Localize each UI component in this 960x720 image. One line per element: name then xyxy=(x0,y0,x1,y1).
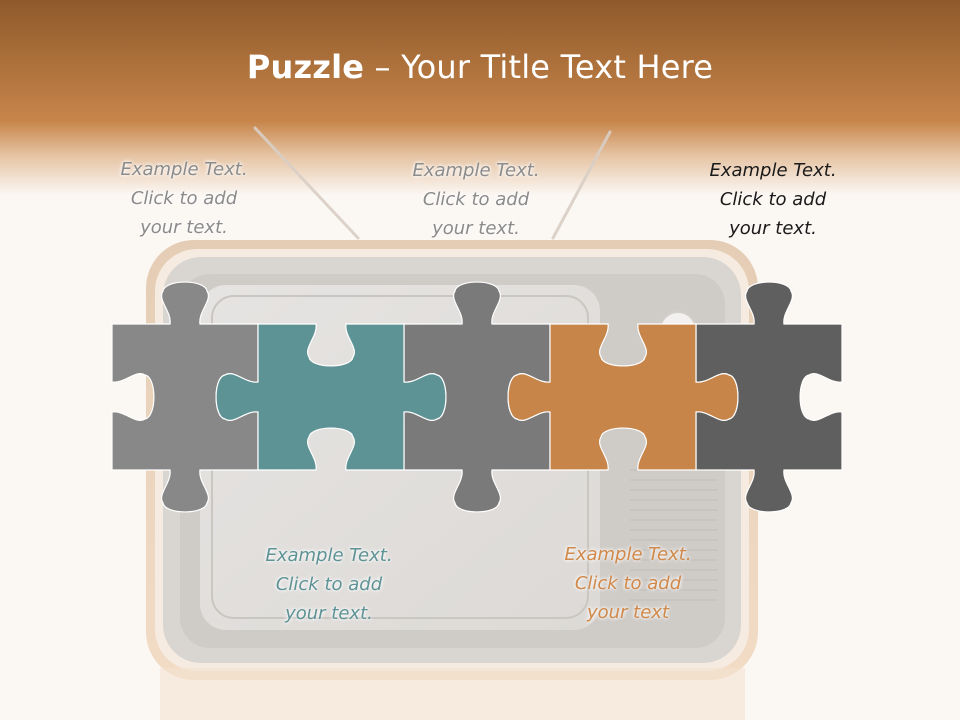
tv-speaker-grille xyxy=(630,469,718,601)
caption-piece-5[interactable]: Example Text. Click to add your text. xyxy=(673,156,873,243)
caption-line: Click to add xyxy=(574,573,682,594)
puzzle-strip xyxy=(111,281,843,513)
caption-line: your text. xyxy=(432,218,520,239)
tv-antenna xyxy=(253,126,612,240)
caption-piece-4[interactable]: Example Text. Click to add your text xyxy=(528,540,728,627)
caption-line: Click to add xyxy=(275,574,383,595)
caption-line: Example Text. xyxy=(709,160,837,181)
caption-line: Example Text. xyxy=(120,159,248,180)
title-banner xyxy=(0,0,960,195)
caption-piece-1[interactable]: Example Text. Click to add your text. xyxy=(84,155,284,242)
caption-piece-2[interactable]: Example Text. Click to add your text. xyxy=(229,541,429,628)
puzzle-piece-2[interactable] xyxy=(215,323,447,471)
caption-line: Example Text. xyxy=(412,160,540,181)
caption-piece-3[interactable]: Example Text. Click to add your text. xyxy=(376,156,576,243)
caption-line: your text. xyxy=(140,217,228,238)
caption-line: Click to add xyxy=(130,188,238,209)
caption-line: Click to add xyxy=(719,189,827,210)
caption-line: Example Text. xyxy=(564,544,692,565)
caption-line: your text. xyxy=(285,603,373,624)
caption-line: Click to add xyxy=(422,189,530,210)
puzzle-piece-4[interactable] xyxy=(507,323,739,471)
caption-line: your text. xyxy=(729,218,817,239)
slide-title-rest: – Your Title Text Here xyxy=(364,48,714,86)
tv-illustration xyxy=(146,240,758,720)
slide-title[interactable]: Puzzle – Your Title Text Here xyxy=(0,48,960,86)
caption-line: Example Text. xyxy=(265,545,393,566)
caption-line: your text xyxy=(586,602,670,623)
slide-title-bold: Puzzle xyxy=(246,48,365,86)
